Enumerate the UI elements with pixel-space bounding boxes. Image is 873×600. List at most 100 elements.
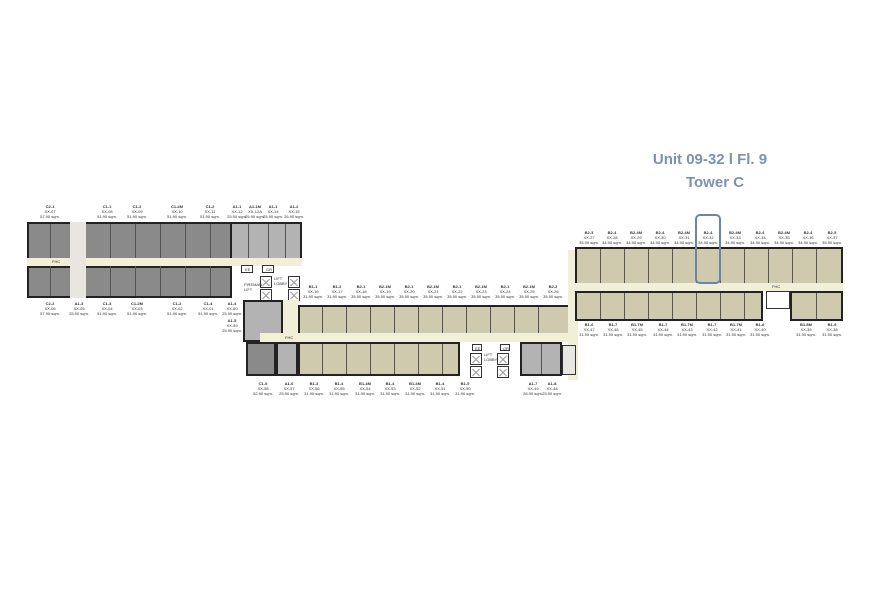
divider <box>442 344 443 374</box>
gr-room-2: GR <box>500 344 510 351</box>
gr-label: GR <box>266 267 272 272</box>
divider <box>672 249 673 283</box>
divider <box>210 266 211 296</box>
east-corridor <box>575 283 843 291</box>
divider <box>720 293 721 319</box>
divider <box>110 266 111 296</box>
divider <box>50 224 51 258</box>
divider <box>394 307 395 333</box>
divider <box>514 307 515 333</box>
divider <box>322 344 323 374</box>
divider <box>248 224 249 258</box>
divider <box>672 293 673 319</box>
fireman-lift-label: FIREMAN LIFT <box>244 282 262 292</box>
divider <box>370 344 371 374</box>
divider <box>185 266 186 296</box>
east-connector-corridor <box>568 250 578 380</box>
west-stair <box>70 222 86 298</box>
divider <box>322 307 323 333</box>
divider <box>538 307 539 333</box>
divider <box>418 307 419 333</box>
lift-shaft <box>260 276 272 288</box>
divider <box>696 293 697 319</box>
middle-wing-top-units <box>298 305 570 335</box>
divider <box>370 307 371 333</box>
west-wing-bottom-units <box>27 266 232 298</box>
divider <box>442 307 443 333</box>
divider <box>648 293 649 319</box>
middle-bottom-dark-unit <box>246 342 276 376</box>
gr-label-2: GR <box>503 346 509 351</box>
selected-unit-highlight[interactable] <box>695 214 721 284</box>
tower-title: Tower C <box>685 174 745 191</box>
fhc-label: FHC <box>772 284 781 289</box>
divider <box>624 249 625 283</box>
ee-room: EE <box>241 265 253 273</box>
unit-title: Unit 09-32 l Fl. 9 <box>652 151 768 168</box>
divider <box>346 344 347 374</box>
west-wing-top-units-dark <box>27 222 232 262</box>
ee-label: EE <box>245 267 251 272</box>
lift-shaft <box>497 353 509 365</box>
divider <box>394 344 395 374</box>
divider <box>160 224 161 258</box>
divider <box>210 224 211 258</box>
lift-shaft <box>470 353 482 365</box>
divider <box>744 293 745 319</box>
divider <box>135 266 136 296</box>
divider <box>816 293 817 319</box>
divider <box>110 224 111 258</box>
divider <box>792 249 793 283</box>
east-wing-top-units <box>575 247 843 285</box>
divider <box>466 307 467 333</box>
divider <box>541 344 542 374</box>
divider <box>418 344 419 374</box>
gr-room: GR <box>262 265 274 273</box>
lift-shaft <box>497 366 509 378</box>
divider <box>490 307 491 333</box>
divider <box>268 224 269 258</box>
fhc-label: FHC <box>52 259 61 264</box>
east-stair-2 <box>766 291 790 309</box>
